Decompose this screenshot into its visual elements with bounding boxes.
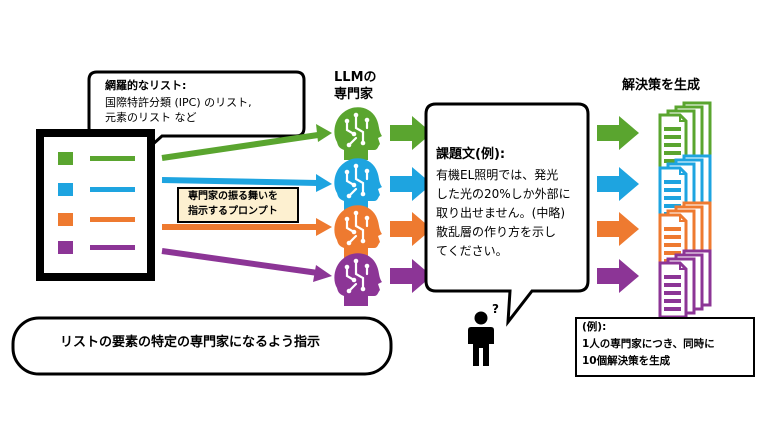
instruction-text: リストの要素の特定の専門家になるよう指示 bbox=[60, 335, 321, 350]
problem-speech-bubble bbox=[424, 102, 590, 327]
prompt-box bbox=[177, 187, 299, 223]
list-callout-line: 国際特許分類 (IPC) のリスト, bbox=[105, 96, 252, 109]
instruction-box bbox=[11, 316, 393, 376]
question-mark: ? bbox=[492, 302, 499, 316]
document-stack-icon bbox=[658, 249, 712, 319]
problem-line: 有機EL照明では、発光 bbox=[436, 168, 559, 182]
list-document-icon bbox=[36, 129, 155, 281]
green-block-arrow bbox=[597, 116, 639, 150]
ai-head-icon bbox=[333, 252, 384, 308]
output-header: 解決策を生成 bbox=[622, 78, 701, 93]
problem-line: てください。 bbox=[436, 244, 508, 258]
problem-line: 散乱層の作り方を示し bbox=[436, 225, 557, 239]
ai-head-icon bbox=[333, 204, 384, 260]
example-line: 1人の専門家につき、同時に bbox=[582, 338, 715, 350]
purple-thin-arrow bbox=[161, 248, 332, 282]
list-callout-title: 網羅的なリスト: bbox=[105, 79, 187, 92]
list-callout-line: 元素のリスト など bbox=[105, 111, 197, 124]
example-box bbox=[575, 317, 755, 377]
green-thin-arrow bbox=[161, 124, 332, 161]
prompt-line: 指示するプロンプト bbox=[188, 206, 278, 217]
orange-block-arrow bbox=[597, 212, 639, 246]
prompt-line: 専門家の振る舞いを bbox=[188, 191, 278, 202]
example-line: (例): bbox=[582, 321, 607, 333]
purple-block-arrow bbox=[597, 259, 639, 293]
problem-line: した光の20%しか外部に bbox=[436, 187, 571, 201]
blue-block-arrow bbox=[597, 167, 639, 201]
problem-line: 取り出せません。(中略) bbox=[436, 206, 566, 220]
example-line: 10個解決策を生成 bbox=[582, 355, 671, 367]
blue-thin-arrow bbox=[161, 174, 332, 192]
problem-title: 課題文(例): bbox=[436, 147, 506, 162]
llm-label-line: 専門家 bbox=[334, 87, 374, 102]
orange-thin-arrow bbox=[162, 218, 332, 236]
llm-label-line: LLMの bbox=[334, 70, 377, 85]
ai-head-icon bbox=[333, 157, 384, 213]
person-question-icon bbox=[468, 311, 494, 366]
ai-head-icon bbox=[333, 106, 384, 162]
